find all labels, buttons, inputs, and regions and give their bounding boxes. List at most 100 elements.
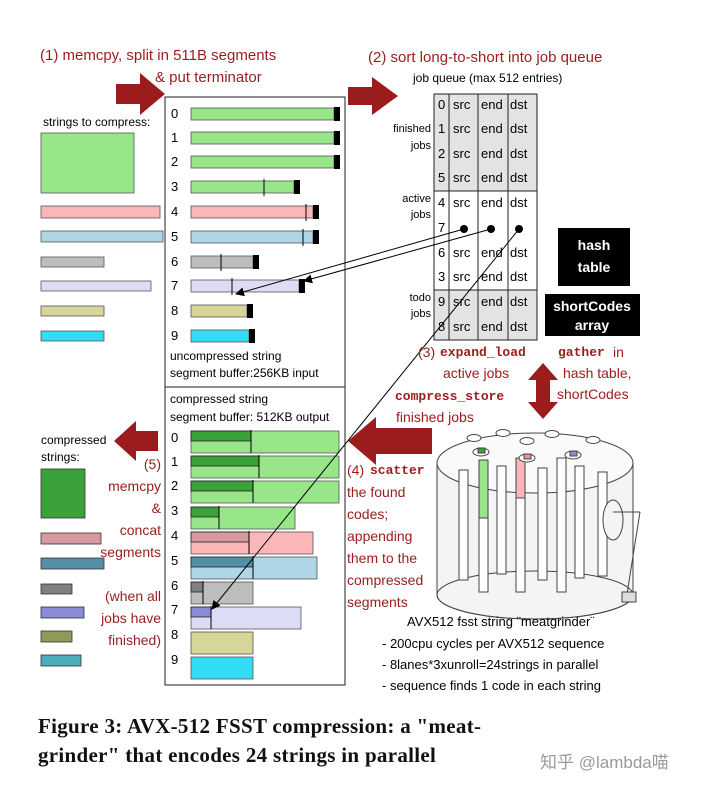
dst-pointer-arrow bbox=[211, 228, 520, 610]
job-group-labels: finished jobs active jobs todo jobs bbox=[393, 123, 431, 320]
read-positions bbox=[220, 179, 307, 295]
step3-double-arrow bbox=[528, 363, 558, 419]
output-buffer-rows: 0 1 2 3 4 5 6 7 8 9 bbox=[171, 430, 178, 667]
input-string-6 bbox=[40, 256, 105, 268]
input-string-7 bbox=[40, 280, 152, 292]
input-row-index: 7 bbox=[171, 278, 178, 293]
step3-compress-store: compress_store bbox=[395, 389, 504, 404]
input-row-index: 8 bbox=[171, 303, 178, 318]
job-id: 7 bbox=[438, 220, 445, 235]
job-dst: dst bbox=[510, 269, 528, 284]
job-end: end bbox=[481, 170, 503, 185]
input-segment-4 bbox=[190, 205, 314, 219]
step3-finished-jobs: finished jobs bbox=[396, 409, 474, 425]
job-end: end bbox=[481, 294, 503, 309]
compressed-string-0 bbox=[40, 468, 86, 519]
terminator-3 bbox=[294, 180, 300, 194]
output-segment-6 bbox=[190, 581, 254, 605]
terminator-0 bbox=[334, 107, 340, 121]
input-buffer-rows: 0 1 2 3 4 5 6 7 8 9 bbox=[171, 106, 178, 343]
output-segment-7 bbox=[190, 606, 302, 630]
output-buffer-label-2: segment buffer: 512KB output bbox=[170, 410, 330, 424]
job-dst: dst bbox=[510, 245, 528, 260]
output-row-index: 9 bbox=[171, 652, 178, 667]
short-codes-box bbox=[545, 294, 640, 336]
input-string-5 bbox=[40, 230, 164, 243]
end-pointer-arrow bbox=[303, 228, 492, 284]
output-buffer-label-1: compressed string bbox=[170, 392, 268, 406]
step2-label: (2) sort long-to-short into job queue bbox=[368, 49, 602, 66]
input-buffer-label-1: uncompressed string bbox=[170, 349, 281, 363]
input-segment-6 bbox=[190, 255, 254, 269]
job-dst: dst bbox=[510, 146, 528, 161]
output-segment-buffer bbox=[164, 386, 346, 686]
job7-pointers bbox=[211, 225, 523, 610]
step5-line: memcpy bbox=[108, 478, 161, 494]
step5-line: (5) bbox=[144, 456, 161, 472]
output-row-index: 5 bbox=[171, 553, 178, 568]
hash-table-box bbox=[558, 228, 630, 286]
job-src: src bbox=[453, 97, 471, 112]
short-codes-label-1: shortCodes bbox=[553, 298, 631, 314]
step4-line: segments bbox=[347, 594, 408, 610]
terminator-8 bbox=[247, 304, 253, 318]
input-row-index: 9 bbox=[171, 328, 178, 343]
job-id: 6 bbox=[438, 245, 445, 260]
step4-text: the found codes; appending them to the c… bbox=[347, 484, 423, 610]
output-row-index: 3 bbox=[171, 503, 178, 518]
terminator-5 bbox=[313, 230, 319, 244]
step1-label-line1: (1) memcpy, split in 511B segments bbox=[40, 47, 276, 64]
step4-line: appending bbox=[347, 528, 412, 544]
step4-scatter: scatter bbox=[370, 463, 425, 478]
job-queue-grid bbox=[434, 94, 537, 340]
job-src: src bbox=[453, 269, 471, 284]
input-segment-5 bbox=[190, 230, 314, 244]
compressed-string-9 bbox=[40, 654, 82, 667]
job-end: end bbox=[481, 146, 503, 161]
job-queue-title: job queue (max 512 entries) bbox=[412, 71, 562, 85]
job-dst: dst bbox=[510, 97, 528, 112]
terminator-2 bbox=[334, 155, 340, 169]
job-src: src bbox=[453, 121, 471, 136]
step4-arrow bbox=[348, 417, 432, 465]
input-string-9 bbox=[40, 330, 105, 342]
output-row-index: 2 bbox=[171, 478, 178, 493]
job-src: src bbox=[453, 146, 471, 161]
step2-arrow bbox=[348, 77, 398, 115]
input-segment-8 bbox=[190, 304, 248, 318]
job-queue-todo-bg bbox=[434, 290, 537, 340]
output-row-index: 0 bbox=[171, 430, 178, 445]
compressed-strings bbox=[40, 468, 105, 667]
watermark: 知乎 @lambda喵 bbox=[540, 753, 669, 772]
input-segment-2 bbox=[190, 155, 335, 169]
finished-jobs-label: jobs bbox=[410, 140, 432, 152]
input-row-index: 3 bbox=[171, 179, 178, 194]
compressed-string-5 bbox=[40, 557, 105, 570]
strings-to-compress-label: strings to compress: bbox=[43, 115, 150, 129]
job-src: src bbox=[453, 319, 471, 334]
short-codes-label-2: array bbox=[575, 317, 609, 333]
active-jobs-label: jobs bbox=[410, 209, 432, 221]
step4-line: codes; bbox=[347, 506, 388, 522]
job-end: end bbox=[481, 97, 503, 112]
job-dst: dst bbox=[510, 294, 528, 309]
job-queue-finished-bg bbox=[434, 94, 537, 191]
input-segment-9 bbox=[190, 329, 250, 343]
job-id: 1 bbox=[438, 121, 445, 136]
input-segment-1 bbox=[190, 131, 335, 145]
output-segment-9 bbox=[190, 656, 254, 680]
compressed-strings-label-2: strings: bbox=[41, 450, 80, 464]
job-dst: dst bbox=[510, 121, 528, 136]
caption-line-1: Figure 3: AVX-512 FSST compression: a "m… bbox=[38, 714, 482, 738]
job-src: src bbox=[453, 195, 471, 210]
job-end: end bbox=[481, 121, 503, 136]
caption-line-2: grinder" that encodes 24 strings in para… bbox=[38, 743, 437, 767]
figure-caption: Figure 3: AVX-512 FSST compression: a "m… bbox=[38, 712, 718, 770]
job-src: src bbox=[453, 245, 471, 260]
step5-line: segments bbox=[100, 544, 161, 560]
step3-num: (3) bbox=[418, 344, 435, 360]
input-string-4 bbox=[40, 205, 161, 219]
step5-text: (5) memcpy & concat segments (when all j… bbox=[100, 456, 162, 648]
step4-num: (4) bbox=[347, 462, 364, 478]
